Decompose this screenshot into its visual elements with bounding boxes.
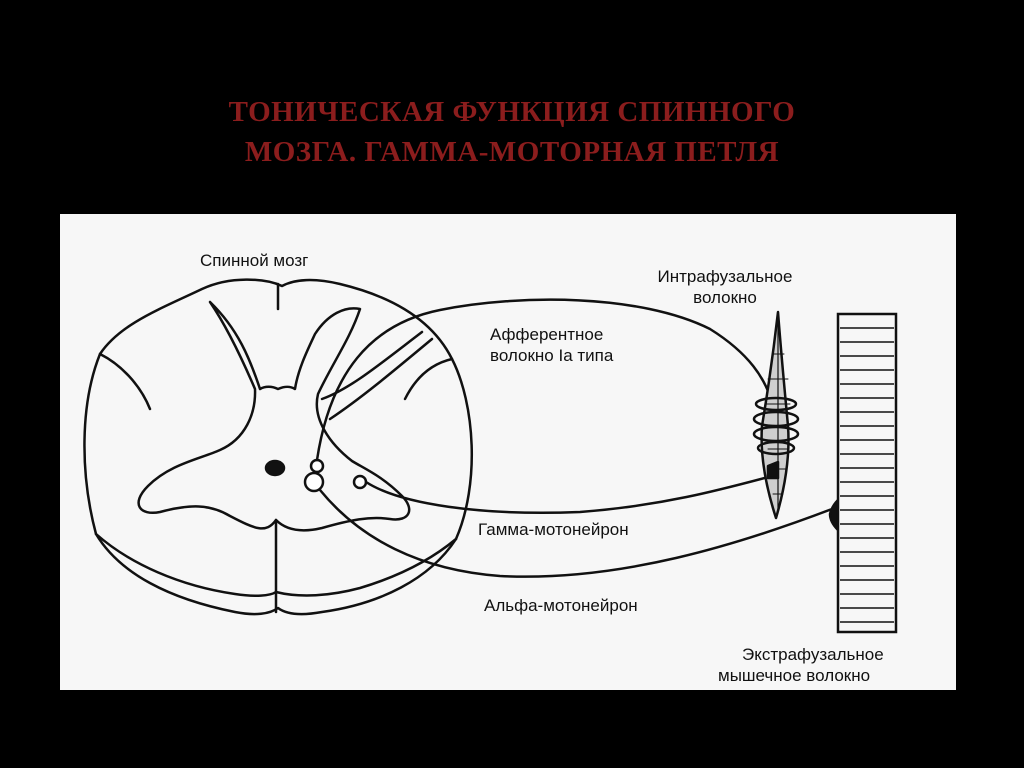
label-intrafusal-line-2: волокно [693, 288, 757, 307]
label-spinal-cord: Спинной мозг [200, 251, 309, 270]
spinal-cord-outline [83, 278, 473, 616]
slide-title: ТОНИЧЕСКАЯ ФУНКЦИЯ СПИННОГО МОЗГА. ГАММА… [0, 92, 1024, 172]
white-matter-lower [94, 532, 278, 597]
afferent-synapse [309, 458, 325, 474]
gamma-motoneuron-soma [352, 474, 368, 490]
white-matter-line-left [98, 352, 152, 411]
label-afferent-line-1: Афферентное [490, 325, 604, 344]
label-extrafusal-line-1: Экстрафузальное [742, 645, 884, 664]
gamma-motor-axon [364, 474, 774, 515]
alpha-motoneuron-soma [303, 471, 325, 493]
gamma-loop-diagram: Спинной мозг Интрафузальное волокно Аффе… [60, 214, 956, 690]
label-intrafusal-fiber: Интрафузальное волокно [630, 266, 820, 308]
annulospiral-ending [752, 396, 800, 456]
label-extrafusal-line-2: мышечное волокно [718, 666, 871, 685]
dorsal-root-line [320, 330, 424, 401]
dorsal-root-line-2 [328, 337, 434, 421]
gamma-end-plate [766, 460, 780, 480]
extrafusal-striations [840, 327, 894, 623]
intrafusal-fiber [760, 310, 790, 520]
label-gamma-motoneuron: Гамма-мотонейрон [478, 520, 629, 539]
label-extrafusal-fiber: Экстрафузальное мышечное волокно [718, 644, 884, 686]
diagram-drawing [83, 278, 898, 634]
alpha-motor-axon [318, 488, 834, 578]
label-afferent-line-2: волокно Ia типа [490, 346, 614, 365]
extrafusal-muscle-fiber [836, 312, 898, 634]
label-alpha-motoneuron: Альфа-мотонейрон [484, 596, 638, 615]
label-intrafusal-line-1: Интрафузальное [657, 267, 793, 286]
central-canal [264, 459, 286, 477]
white-matter-lower-right [274, 537, 458, 597]
grey-matter-outline [137, 300, 411, 532]
title-line-2: МОЗГА. ГАММА-МОТОРНАЯ ПЕТЛЯ [244, 136, 780, 168]
afferent-fiber-ia [315, 298, 774, 462]
white-matter-line-right [403, 357, 454, 401]
title-line-1: ТОНИЧЕСКАЯ ФУНКЦИЯ СПИННОГО [228, 96, 796, 128]
label-afferent-fiber: Афферентное волокно Ia типа [490, 324, 613, 366]
